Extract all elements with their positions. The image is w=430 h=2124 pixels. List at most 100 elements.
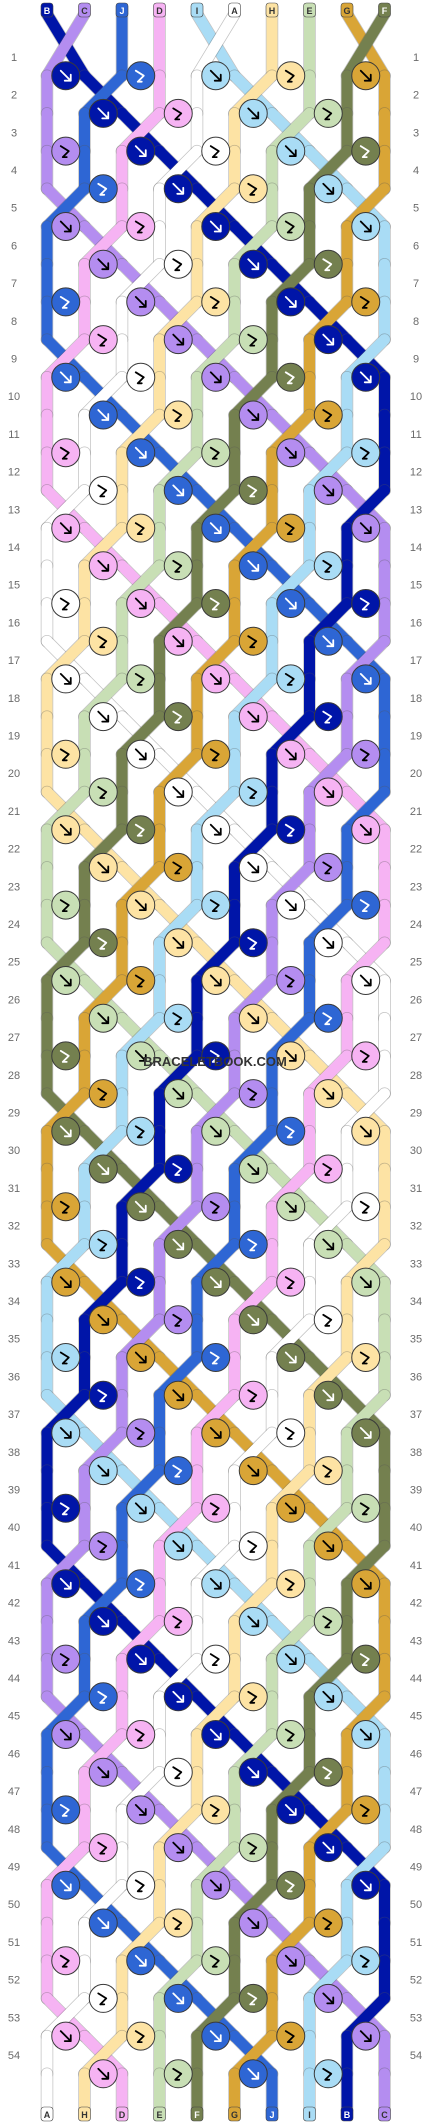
knot[interactable]: [126, 1644, 156, 1674]
knot[interactable]: [88, 1531, 118, 1561]
knot[interactable]: [276, 1493, 306, 1523]
knot[interactable]: [276, 739, 306, 769]
knot[interactable]: [351, 1493, 381, 1523]
knot[interactable]: [276, 890, 306, 920]
knot[interactable]: [201, 1418, 231, 1448]
knot[interactable]: [313, 1229, 343, 1259]
knot[interactable]: [351, 1116, 381, 1146]
knot[interactable]: [238, 1380, 268, 1410]
knot[interactable]: [201, 212, 231, 241]
knot[interactable]: [238, 1757, 268, 1787]
knot[interactable]: [276, 1267, 306, 1297]
knot[interactable]: [313, 702, 343, 732]
knot[interactable]: [126, 61, 156, 91]
knot[interactable]: [201, 136, 231, 166]
knot[interactable]: [51, 664, 81, 694]
knot[interactable]: [351, 212, 381, 241]
knot[interactable]: [351, 815, 381, 845]
knot[interactable]: [276, 815, 306, 845]
knot[interactable]: [276, 362, 306, 392]
knot[interactable]: [126, 2021, 156, 2051]
knot[interactable]: [51, 966, 81, 995]
knot[interactable]: [238, 1983, 268, 2013]
knot[interactable]: [276, 1418, 306, 1448]
knot[interactable]: [313, 1983, 343, 2013]
knot[interactable]: [51, 1720, 81, 1749]
knot[interactable]: [51, 2021, 81, 2051]
knot[interactable]: [313, 1531, 343, 1561]
knot[interactable]: [88, 2059, 118, 2089]
knot[interactable]: [313, 249, 343, 279]
knot[interactable]: [88, 1757, 118, 1787]
knot[interactable]: [313, 1154, 343, 1184]
knot[interactable]: [276, 1041, 306, 1071]
knot[interactable]: [163, 1456, 193, 1486]
knot[interactable]: [238, 852, 268, 882]
knot[interactable]: [201, 1795, 231, 1825]
knot[interactable]: [163, 1606, 193, 1636]
knot[interactable]: [126, 1267, 156, 1297]
knot[interactable]: [313, 1456, 343, 1486]
knot[interactable]: [88, 1003, 118, 1033]
knot[interactable]: [238, 325, 268, 355]
knot[interactable]: [238, 1079, 268, 1109]
knot[interactable]: [201, 362, 231, 392]
knot[interactable]: [313, 1908, 343, 1938]
knot[interactable]: [351, 1946, 381, 1976]
knot[interactable]: [313, 1606, 343, 1636]
knot[interactable]: [351, 1192, 381, 1222]
knot[interactable]: [238, 1531, 268, 1561]
knot[interactable]: [351, 1569, 381, 1599]
knot[interactable]: [238, 626, 268, 656]
knot[interactable]: [88, 928, 118, 958]
knot[interactable]: [51, 739, 81, 769]
knot[interactable]: [276, 1192, 306, 1222]
knot[interactable]: [201, 739, 231, 769]
knot[interactable]: [313, 1079, 343, 1109]
knot[interactable]: [88, 1305, 118, 1335]
knot[interactable]: [313, 1757, 343, 1787]
knot[interactable]: [238, 1833, 268, 1863]
knot[interactable]: [51, 136, 81, 166]
knot[interactable]: [276, 1795, 306, 1825]
knot[interactable]: [88, 98, 118, 128]
knot[interactable]: [313, 1833, 343, 1863]
knot[interactable]: [51, 589, 81, 618]
knot[interactable]: [51, 287, 81, 317]
knot[interactable]: [276, 966, 306, 995]
knot[interactable]: [238, 777, 268, 807]
knot[interactable]: [163, 400, 193, 430]
knot[interactable]: [126, 1946, 156, 1976]
knot[interactable]: [88, 702, 118, 732]
knot[interactable]: [126, 890, 156, 920]
knot[interactable]: [351, 61, 381, 91]
knot[interactable]: [351, 1644, 381, 1674]
knot[interactable]: [201, 589, 231, 618]
knot[interactable]: [88, 325, 118, 355]
knot[interactable]: [201, 890, 231, 920]
knot[interactable]: [88, 777, 118, 807]
knot[interactable]: [313, 1003, 343, 1033]
knot[interactable]: [201, 2021, 231, 2051]
knot[interactable]: [238, 2059, 268, 2089]
knot[interactable]: [201, 513, 231, 543]
knot[interactable]: [238, 1003, 268, 1033]
knot[interactable]: [126, 589, 156, 618]
knot[interactable]: [51, 890, 81, 920]
knot[interactable]: [238, 98, 268, 128]
knot[interactable]: [238, 702, 268, 732]
knot[interactable]: [313, 400, 343, 430]
knot[interactable]: [163, 1983, 193, 2013]
knot[interactable]: [238, 551, 268, 581]
knot[interactable]: [201, 1041, 231, 1071]
knot[interactable]: [276, 1569, 306, 1599]
knot[interactable]: [276, 589, 306, 618]
knot[interactable]: [201, 815, 231, 845]
knot[interactable]: [51, 513, 81, 543]
knot[interactable]: [126, 212, 156, 241]
knot[interactable]: [163, 1908, 193, 1938]
knot[interactable]: [313, 626, 343, 656]
knot[interactable]: [51, 212, 81, 241]
knot[interactable]: [88, 1380, 118, 1410]
knot[interactable]: [201, 1192, 231, 1222]
